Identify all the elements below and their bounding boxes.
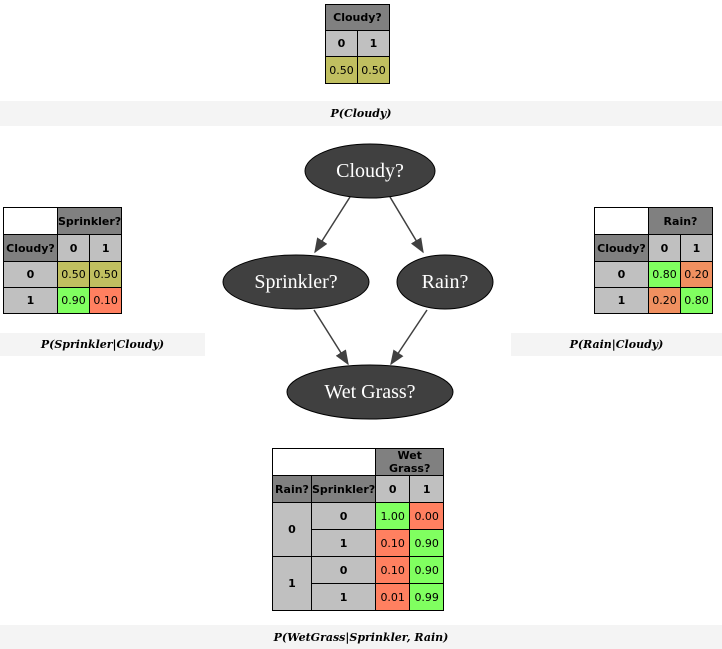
node-wet-grass-label: Wet Grass? (324, 381, 415, 403)
cpt-wet-grass-parent-sprinkler-header: Sprinkler? (310, 475, 377, 503)
cpt-rain: Rain? Cloudy? 0 1 0 0.80 0.20 1 0.20 0.8… (594, 207, 713, 314)
cpt-wet-grass-prob: 0.00 (409, 502, 445, 530)
cpt-sprinkler-state-1: 1 (89, 234, 123, 262)
cpt-cloudy-state-0: 0 (325, 30, 358, 57)
cpt-wet-grass-prob: 0.01 (375, 583, 411, 611)
node-sprinkler[interactable]: Sprinkler? (222, 254, 370, 310)
node-rain[interactable]: Rain? (396, 254, 494, 310)
cpt-cloudy-state-1: 1 (357, 30, 390, 57)
cpt-rain-prob: 0.20 (648, 287, 681, 314)
cpt-cloudy-prob-0: 0.50 (325, 56, 358, 84)
cpt-wet-grass-title: Wet Grass? (375, 448, 445, 476)
cpt-wet-grass-sprinkler-value: 0 (310, 502, 377, 530)
cpt-sprinkler-corner (3, 207, 58, 235)
caption-rain-text: P(Rain|Cloudy) (569, 338, 664, 351)
cpt-rain-state-0: 0 (648, 234, 681, 262)
cpt-wet-grass-prob: 0.10 (375, 529, 411, 557)
node-wet-grass[interactable]: Wet Grass? (286, 364, 454, 420)
cpt-cloudy: Cloudy? 0 1 0.50 0.50 (325, 4, 390, 84)
cpt-wet-grass-prob: 1.00 (375, 502, 411, 530)
cpt-wet-grass: Wet Grass? Rain? Sprinkler? 0 1 0 0 1.00… (271, 448, 445, 611)
cpt-wet-grass-rain-0: 0 (272, 502, 312, 557)
cpt-cloudy-prob-1: 0.50 (357, 56, 390, 84)
cpt-wet-grass-state-0: 0 (375, 475, 411, 503)
cpt-sprinkler-prob: 0.50 (89, 261, 123, 288)
cpt-rain-prob: 0.80 (680, 287, 713, 314)
cpt-wet-grass-corner (271, 448, 377, 476)
cpt-wet-grass-sprinkler-value: 1 (310, 583, 377, 611)
caption-sprinkler-text: P(Sprinkler|Cloudy) (40, 338, 165, 351)
cpt-wet-grass-state-1: 1 (409, 475, 445, 503)
node-sprinkler-label: Sprinkler? (254, 271, 337, 293)
cpt-wet-grass-sprinkler-value: 1 (310, 529, 377, 557)
node-rain-label: Rain? (422, 271, 469, 293)
caption-sprinkler: P(Sprinkler|Cloudy) (0, 333, 205, 356)
cpt-sprinkler: Sprinkler? Cloudy? 0 1 0 0.50 0.50 1 0.9… (3, 207, 123, 314)
cpt-rain-state-1: 1 (680, 234, 713, 262)
edge-sprinkler-wetgrass (313, 309, 349, 366)
cpt-rain-prob: 0.80 (648, 261, 681, 288)
cpt-wet-grass-sprinkler-value: 0 (310, 556, 377, 584)
cpt-wet-grass-prob: 0.99 (409, 583, 445, 611)
cpt-wet-grass-prob: 0.90 (409, 556, 445, 584)
cpt-rain-prob: 0.20 (680, 261, 713, 288)
cpt-cloudy-title: Cloudy? (325, 4, 390, 31)
cpt-sprinkler-parent-0: 0 (3, 261, 58, 288)
caption-rain: P(Rain|Cloudy) (511, 333, 722, 356)
caption-cloudy-text: P(Cloudy) (330, 107, 392, 120)
cpt-rain-parent-0: 0 (594, 261, 649, 288)
edge-cloudy-sprinkler (314, 196, 351, 254)
cpt-wet-grass-rain-1: 1 (272, 556, 312, 611)
cpt-rain-parent-1: 1 (594, 287, 649, 314)
cpt-rain-corner (594, 207, 649, 235)
cpt-sprinkler-prob: 0.50 (56, 261, 91, 288)
caption-wet-grass: P(WetGrass|Sprinkler, Rain) (0, 625, 722, 649)
caption-cloudy: P(Cloudy) (0, 101, 722, 126)
cpt-sprinkler-parent-header: Cloudy? (3, 234, 58, 262)
cpt-sprinkler-parent-1: 1 (3, 287, 58, 314)
cpt-rain-parent-header: Cloudy? (594, 234, 649, 262)
cpt-sprinkler-prob: 0.10 (89, 287, 123, 314)
cpt-sprinkler-prob: 0.90 (56, 287, 91, 314)
cpt-rain-title: Rain? (648, 207, 713, 235)
caption-wet-grass-text: P(WetGrass|Sprinkler, Rain) (273, 630, 449, 644)
node-cloudy-label: Cloudy? (336, 160, 404, 182)
cpt-wet-grass-parent-rain-header: Rain? (272, 475, 312, 503)
node-cloudy[interactable]: Cloudy? (304, 143, 436, 199)
edge-cloudy-rain (389, 196, 424, 254)
cpt-sprinkler-state-0: 0 (56, 234, 91, 262)
edge-rain-wetgrass (390, 309, 428, 366)
cpt-wet-grass-prob: 0.90 (409, 529, 445, 557)
cpt-wet-grass-prob: 0.10 (375, 556, 411, 584)
cpt-sprinkler-title: Sprinkler? (56, 207, 123, 235)
